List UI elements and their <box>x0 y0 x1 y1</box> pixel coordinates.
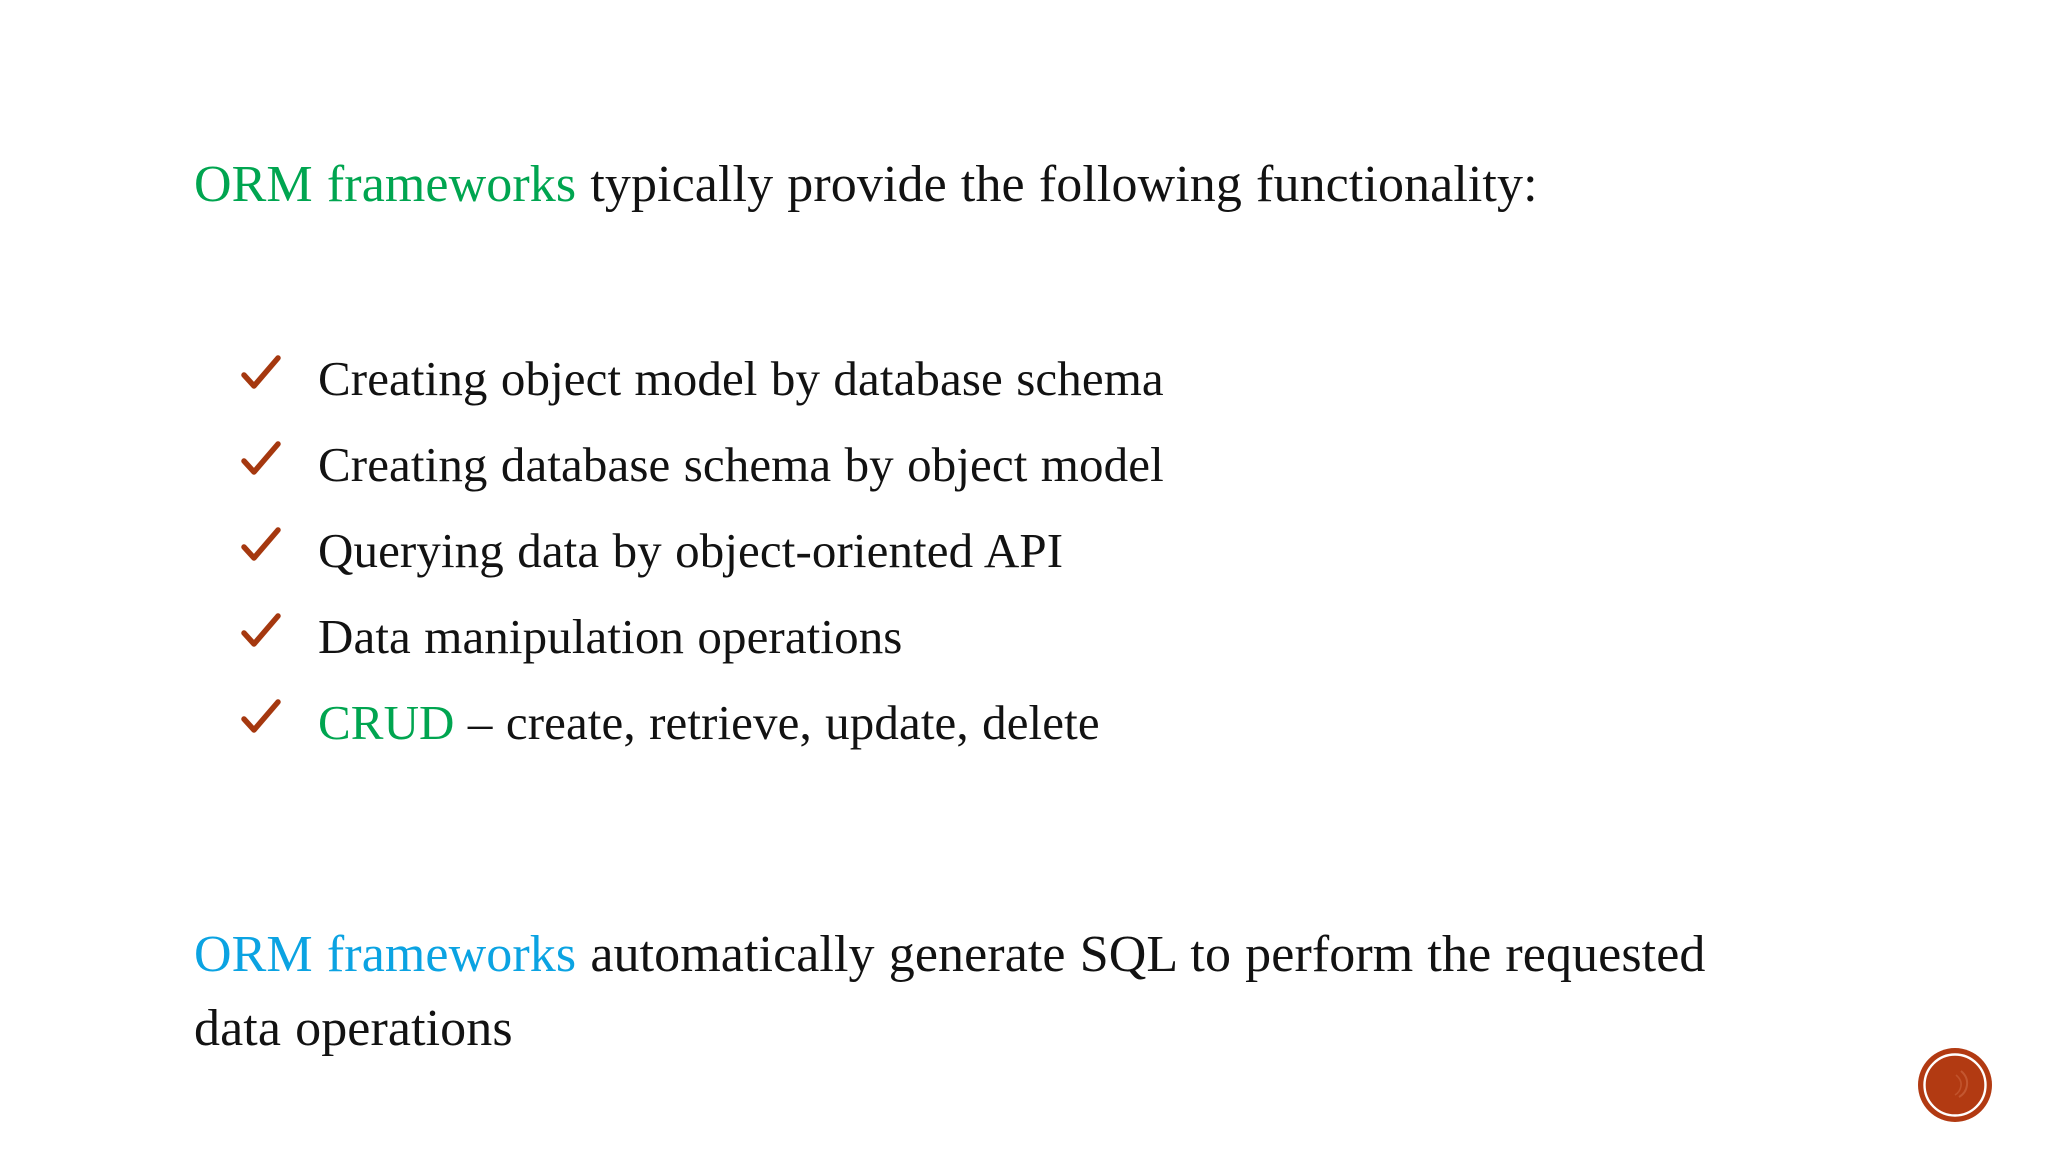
list-item-label: CRUD – create, retrieve, update, delete <box>318 694 1740 752</box>
list-item: CRUD – create, retrieve, update, delete <box>240 694 1740 780</box>
intro-paragraph-text: ORM frameworks typically provide the fol… <box>194 148 1584 222</box>
list-item: Data manipulation operations <box>240 608 1740 694</box>
check-icon <box>240 439 318 481</box>
outro-paragraph-text: ORM frameworks automatically generate SQ… <box>194 918 1794 1066</box>
crud-rest: – create, retrieve, update, delete <box>454 695 1100 750</box>
outro-highlight: ORM frameworks <box>194 926 577 983</box>
list-item-label: Creating object model by database schema <box>318 351 1164 406</box>
list-item-label: Data manipulation operations <box>318 609 903 664</box>
crud-highlight: CRUD <box>318 695 455 750</box>
intro-rest: typically provide the following function… <box>576 156 1538 213</box>
check-icon <box>240 525 318 567</box>
outro-rest: automatically generate SQL to perform th… <box>194 926 1706 1057</box>
list-item-label: Querying data by object-oriented API <box>318 523 1064 578</box>
intro-paragraph: ORM frameworks typically provide the fol… <box>194 96 1584 274</box>
check-icon <box>240 353 318 395</box>
list-item-label: Creating database schema by object model <box>318 437 1164 492</box>
feature-bullet-list: Creating object model by database schema… <box>240 350 1740 780</box>
list-item: Creating database schema by object model <box>240 436 1740 522</box>
outro-paragraph: ORM frameworks automatically generate SQ… <box>194 866 1794 1118</box>
list-item: Querying data by object-oriented API <box>240 522 1740 608</box>
intro-highlight: ORM frameworks <box>194 156 577 213</box>
list-item: Creating object model by database schema <box>240 350 1740 436</box>
check-icon <box>240 697 318 739</box>
check-icon <box>240 611 318 653</box>
circular-seal-icon <box>1917 1047 1993 1123</box>
